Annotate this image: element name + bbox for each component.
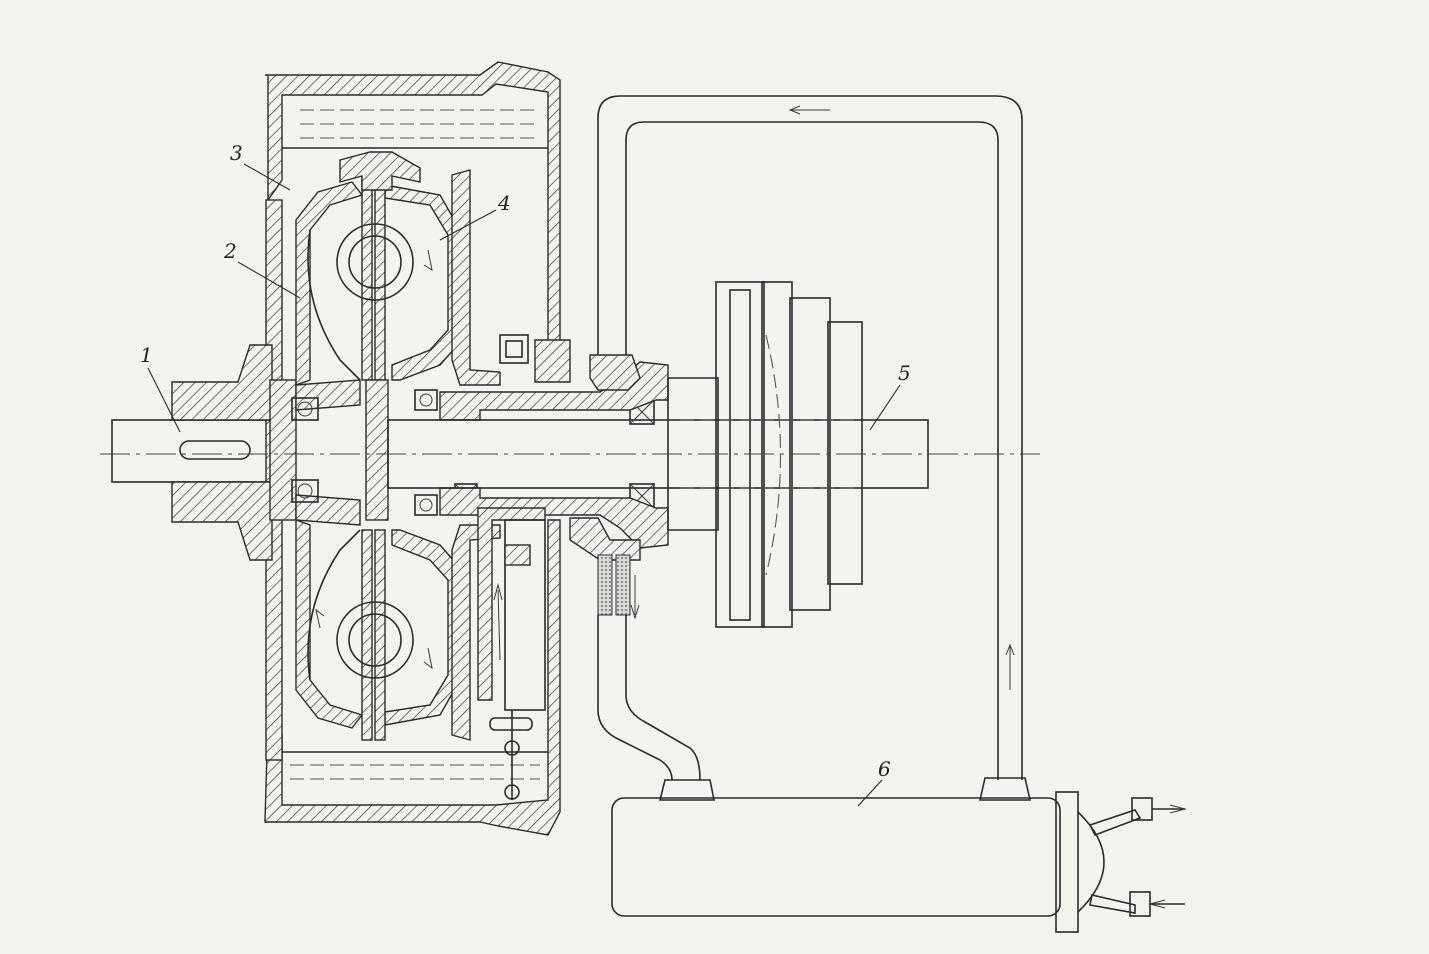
callout-5: 5 — [869, 361, 911, 431]
pump-impeller — [295, 181, 364, 729]
scoop-tube — [477, 507, 546, 800]
callout-3: 3 — [230, 141, 291, 191]
callout-1: 1 — [140, 343, 181, 433]
svg-text:6: 6 — [878, 757, 891, 781]
svg-text:1: 1 — [140, 343, 153, 367]
svg-text:3: 3 — [230, 141, 243, 165]
supply-pipe — [597, 615, 701, 781]
svg-text:4: 4 — [497, 191, 511, 215]
svg-text:2: 2 — [223, 239, 237, 263]
oil-cooler — [611, 777, 1187, 933]
turbine-wheel — [384, 169, 501, 741]
flow-circuit-upper — [336, 223, 433, 301]
callout-6: 6 — [857, 757, 891, 807]
drain-fitting — [569, 517, 641, 620]
housing — [264, 61, 561, 836]
svg-text:5: 5 — [898, 361, 911, 385]
return-pipe — [597, 95, 1023, 780]
callout-4: 4 — [439, 191, 511, 241]
upper-fitting — [499, 334, 641, 391]
flow-circuit-lower — [315, 601, 433, 679]
blade-partition — [339, 151, 421, 741]
callout-2: 2 — [223, 239, 301, 299]
